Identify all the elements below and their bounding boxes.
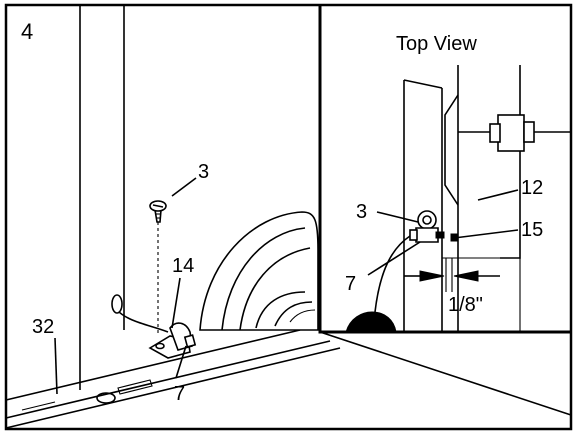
main-sensor-label: 14 (172, 255, 194, 277)
inset-title: Top View (396, 33, 477, 55)
inset-bolt-label: 3 (356, 201, 367, 223)
sensor-bracket-icon (148, 322, 197, 359)
main-view (5, 5, 341, 429)
inset-bracket-label: 7 (345, 273, 356, 295)
top-view-inset (318, 5, 572, 416)
step-number: 4 (21, 19, 33, 44)
main-bolt-label: 3 (198, 161, 209, 183)
main-bracket-label: 7 (174, 383, 185, 405)
sensor-wire (116, 309, 169, 333)
inset-bolt-icon (409, 210, 445, 243)
flywheel (199, 211, 319, 331)
base-rail (5, 329, 301, 401)
inset-gap-part-label: 15 (521, 219, 543, 241)
inset-wheel-label: 12 (521, 177, 543, 199)
main-frame-label: 32 (32, 316, 54, 338)
inset-gap-label: 1/8" (448, 294, 483, 316)
